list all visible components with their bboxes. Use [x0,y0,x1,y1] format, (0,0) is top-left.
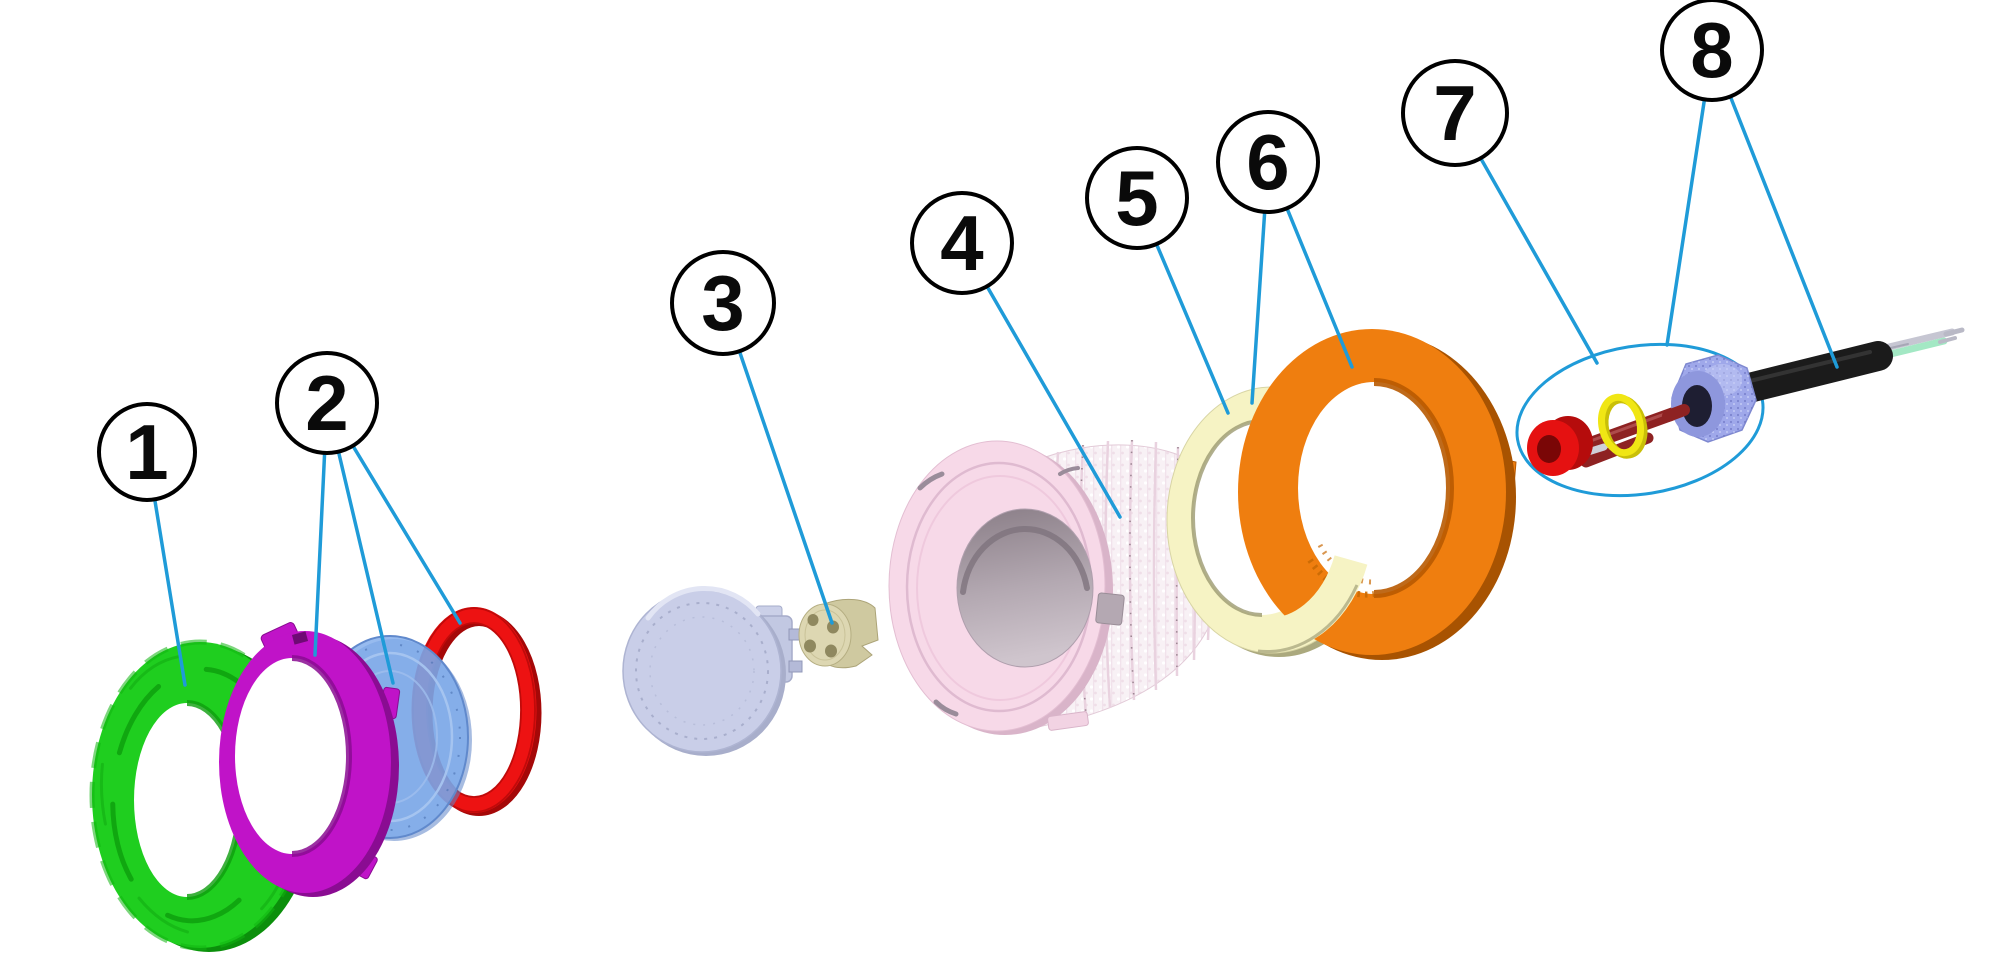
callout-6: 6 [1216,110,1320,214]
callout-4: 4 [910,191,1014,295]
gasket-overlap-edge [1257,584,1359,653]
callout-5: 5 [1085,146,1189,250]
part-lamp-socket [798,598,879,669]
gasket-overlap-band [1257,555,1368,652]
leader-line-4 [960,241,1122,519]
callout-3: 3 [670,250,776,356]
callout-5-bubble [1085,146,1189,250]
callout-7-bubble [1401,59,1509,167]
part-magenta-clamp-ring [219,622,401,897]
callout-2-bubble [275,351,379,455]
part-fixing-ring [1238,329,1517,660]
thread-specks [1079,439,1179,717]
leader-lines [145,48,1839,687]
callout-6-bubble [1216,110,1320,214]
callout-1-bubble [97,402,197,502]
gland-nut [1662,354,1757,443]
callout-3-bubble [670,250,776,356]
callout-1: 1 [97,402,197,502]
callout-8: 8 [1660,0,1764,102]
callout-8-bubble [1660,0,1764,102]
gland-red-grommet [1527,416,1593,476]
callout-2: 2 [275,351,379,455]
callout-7: 7 [1401,59,1509,167]
part-niche-housing [888,439,1228,735]
leader-line-3 [721,301,834,625]
cable-gland-assembly [1515,327,1965,498]
callouts: 1 2 3 4 5 6 7 8 [97,0,1764,502]
gland-yellow-washer [1598,393,1648,459]
leader-line-8b [1710,48,1839,369]
lamp-bulb [622,585,803,756]
gland-group-ellipse [1515,342,1765,498]
part-power-cable [1722,327,1965,406]
callout-4-bubble [910,191,1014,295]
